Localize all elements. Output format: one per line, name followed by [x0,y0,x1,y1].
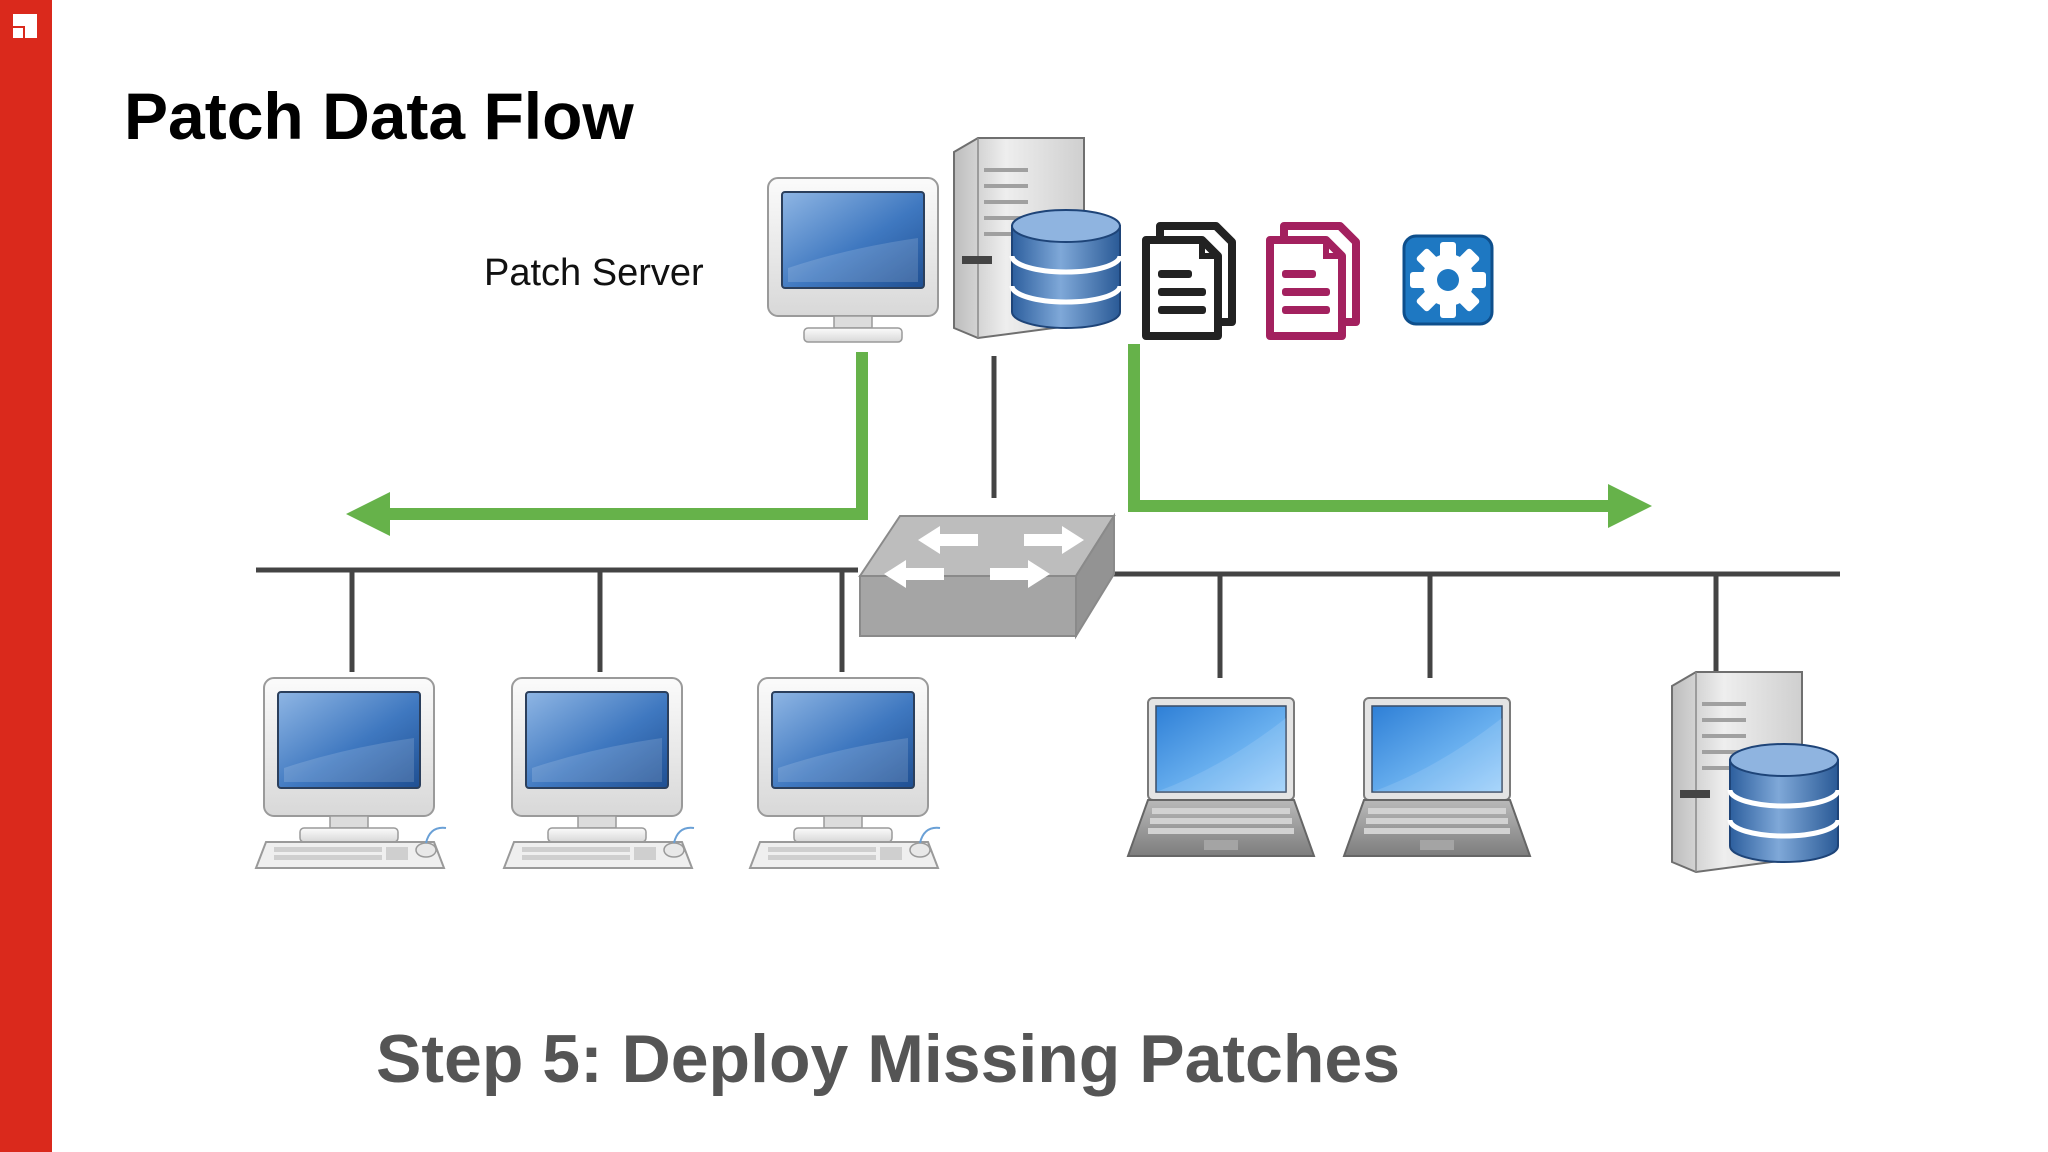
brand-logo-icon [13,14,37,38]
network-cables [256,356,1840,678]
patch-server-monitor-icon [767,177,939,343]
slide-title: Patch Data Flow [124,79,634,153]
flow-arrow-right [1128,344,1652,528]
laptop-icon [1127,697,1315,857]
client-server-database-icon [1672,672,1838,872]
desktop-computer-icon [503,677,695,869]
step-caption: Step 5: Deploy Missing Patches [376,1021,1401,1097]
patch-server-database-icon [954,138,1120,338]
patch-document-icon [1146,226,1232,336]
desktop-computer-icon [255,677,447,869]
desktop-computer-icon [749,677,941,869]
patch-server-label: Patch Server [484,252,704,294]
gear-icon [1402,234,1494,326]
laptop-icon [1343,697,1531,857]
network-switch-icon [858,512,1116,640]
flow-arrow-left [346,352,868,536]
patch-document-magenta-icon [1270,226,1356,336]
brand-sidebar [0,0,52,1152]
